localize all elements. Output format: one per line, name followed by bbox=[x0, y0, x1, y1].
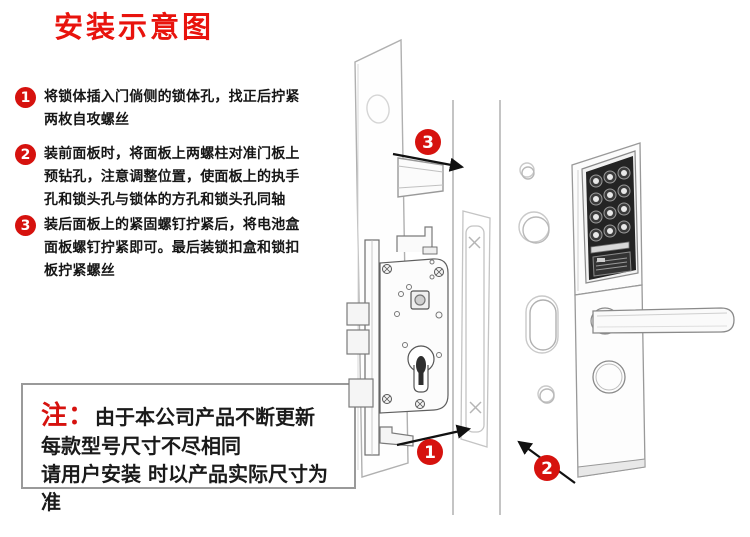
page-title: 安装示意图 bbox=[54, 10, 215, 44]
instruction-step-3: 3 装后面板上的紧固螺钉拧紧后，将电池盒面板螺钉拧紧即可。最后装锁扣盒和锁扣板拧… bbox=[15, 214, 315, 283]
front-panel-drawing bbox=[571, 142, 735, 478]
x-mark-bottom bbox=[469, 401, 482, 414]
back-plate-hole bbox=[366, 94, 390, 124]
diagram-step-2-badge: 2 bbox=[534, 455, 560, 481]
note-line-1: 注： 由于本公司产品不断更新 bbox=[41, 395, 340, 432]
note-text-3: 请用户安装 时以产品实际尺寸为准 bbox=[41, 462, 328, 514]
keypad-buttons bbox=[589, 166, 631, 242]
note-box: 注： 由于本公司产品不断更新 每款型号尺寸不尽相同 请用户安装 时以产品实际尺寸… bbox=[21, 383, 356, 514]
battery-box bbox=[592, 251, 632, 277]
front-keyhole-drawing bbox=[592, 360, 626, 394]
lever-handle-drawing bbox=[590, 307, 735, 335]
step-3-number-icon: 3 bbox=[15, 215, 36, 236]
keyhole-drawing bbox=[407, 345, 435, 393]
arrow-step-1 bbox=[396, 424, 472, 447]
instruction-step-2-text: 装前面板时，将面板上两螺柱对准门板上预钻孔，注意调整位置，使面板上的执手孔和锁头… bbox=[44, 146, 300, 208]
note-text-1: 由于本公司产品不断更新 bbox=[95, 405, 316, 429]
drill-holes-drawing bbox=[518, 162, 559, 404]
card-slot bbox=[590, 241, 630, 254]
note-label: 注： bbox=[41, 401, 96, 431]
small-holes bbox=[394, 259, 443, 358]
lock-body-drawing bbox=[346, 226, 449, 456]
note-text-2: 每款型号尺寸不尽相同 bbox=[41, 434, 241, 458]
svg-text:3: 3 bbox=[422, 133, 434, 153]
rear-handle-drawing bbox=[397, 157, 444, 198]
svg-text:1: 1 bbox=[424, 443, 436, 463]
instruction-step-1-text: 将锁体插入门倘侧的锁体孔，找正后拧紧两枚自攻螺丝 bbox=[44, 89, 300, 128]
diagram-step-3-badge: 3 bbox=[415, 129, 441, 155]
screws bbox=[382, 264, 444, 409]
lock-installation-drawing: 3 1 2 bbox=[346, 38, 735, 515]
diagram-step-1-badge: 1 bbox=[417, 439, 443, 465]
step-2-number-icon: 2 bbox=[15, 144, 36, 165]
instruction-step-1: 1 将锁体插入门倘侧的锁体孔，找正后拧紧两枚自攻螺丝 bbox=[15, 86, 315, 132]
door-edge-lines bbox=[452, 100, 501, 515]
instruction-step-2: 2 装前面板时，将面板上两螺柱对准门板上预钻孔，注意调整位置，使面板上的执手孔和… bbox=[15, 143, 315, 212]
instruction-step-3-text: 装后面板上的紧固螺钉拧紧后，将电池盒面板螺钉拧紧即可。最后装锁扣盒和锁扣板拧紧螺… bbox=[44, 217, 300, 279]
x-mark-top bbox=[468, 236, 481, 249]
svg-text:2: 2 bbox=[541, 459, 553, 479]
arrow-step-3 bbox=[392, 152, 465, 172]
step-1-number-icon: 1 bbox=[15, 87, 36, 108]
cutout-template-drawing bbox=[460, 210, 491, 448]
